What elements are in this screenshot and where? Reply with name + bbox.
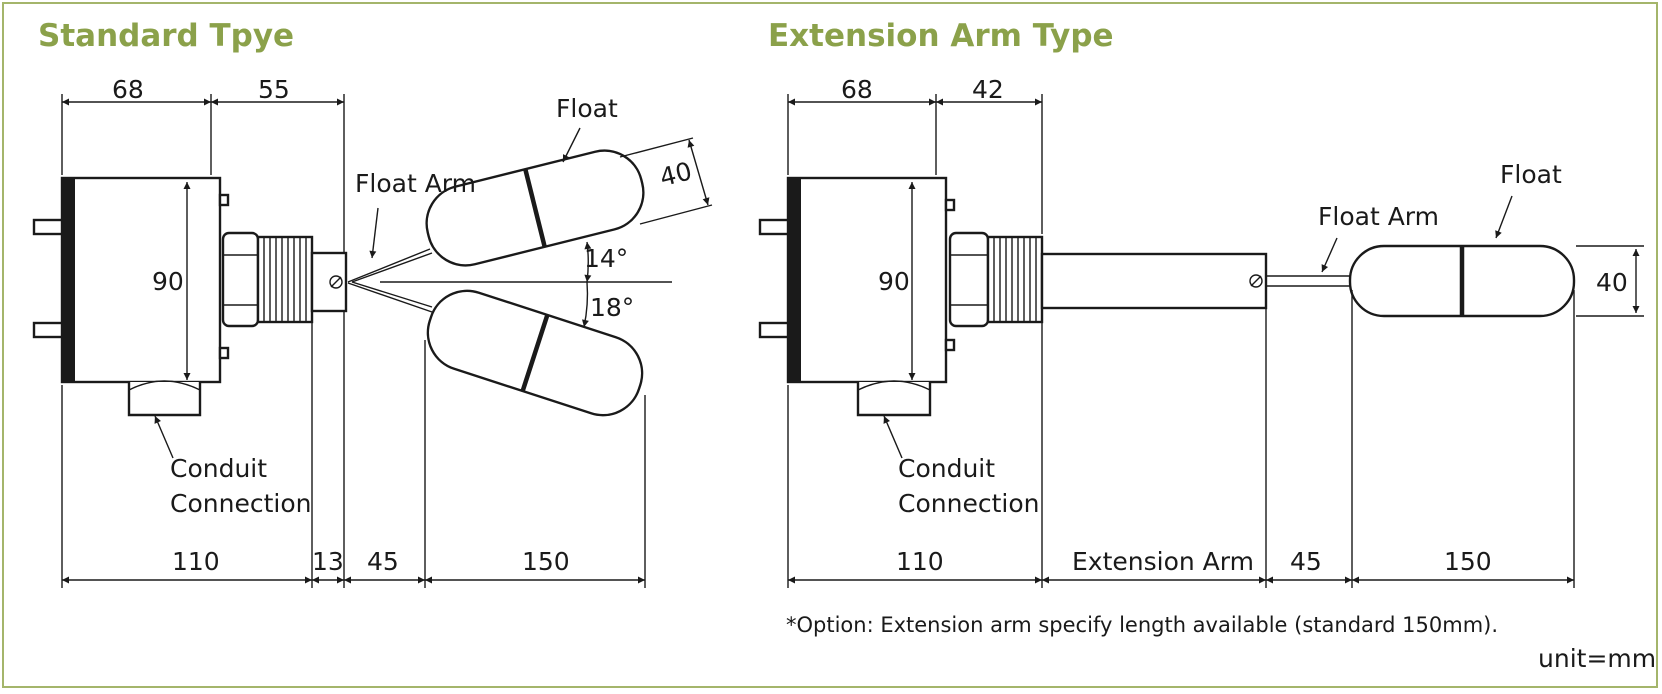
std-dim-13: 13: [312, 547, 344, 576]
std-dim-90: 90: [152, 267, 184, 296]
extension-arm: [1040, 252, 1352, 310]
standard-type-drawing: [32, 149, 672, 417]
extension-float: [1348, 244, 1576, 318]
std-angle-18: 18°: [590, 293, 634, 322]
std-label-connection: Connection: [170, 489, 311, 518]
unit-label: unit=mm: [1538, 644, 1656, 673]
option-note: *Option: Extension arm specify length av…: [786, 613, 1498, 637]
std-dim-40: 40: [657, 156, 695, 192]
extension-type-title: Extension Arm Type: [768, 18, 1114, 54]
ext-label-float: Float: [1500, 160, 1562, 189]
std-label-float: Float: [556, 94, 618, 123]
ext-label-conduit: Conduit: [898, 454, 995, 483]
standard-float-upper: [425, 149, 645, 267]
ext-dim-40: 40: [1596, 268, 1628, 297]
std-label-conduit: Conduit: [170, 454, 267, 483]
std-dim-45: 45: [367, 547, 399, 576]
std-label-float-arm: Float Arm: [355, 169, 476, 198]
ext-label-float-arm: Float Arm: [1318, 202, 1439, 231]
ext-dim-110: 110: [896, 547, 944, 576]
ext-dim-45: 45: [1290, 547, 1322, 576]
standard-float-arms: [347, 248, 672, 313]
ext-dim-68: 68: [841, 75, 873, 104]
ext-dim-150: 150: [1444, 547, 1492, 576]
extension-housing: [758, 176, 956, 417]
extension-fitting: [948, 231, 1044, 328]
standard-dimensions: [61, 94, 713, 588]
extension-type-drawing: [758, 176, 1576, 417]
ext-dim-90: 90: [878, 267, 910, 296]
ext-label-connection: Connection: [898, 489, 1039, 518]
std-dim-68: 68: [112, 75, 144, 104]
std-dim-150: 150: [522, 547, 570, 576]
standard-type-title: Standard Tpye: [38, 18, 294, 54]
extension-dimensions: [787, 94, 1644, 588]
std-dim-55: 55: [258, 75, 290, 104]
ext-dim-extension-arm: Extension Arm: [1072, 547, 1254, 576]
standard-float-lower: [426, 289, 644, 417]
std-dim-110: 110: [172, 547, 220, 576]
standard-housing: [32, 176, 230, 417]
std-angle-14: 14°: [584, 244, 628, 273]
standard-fitting: [221, 231, 348, 328]
ext-dim-42: 42: [972, 75, 1004, 104]
